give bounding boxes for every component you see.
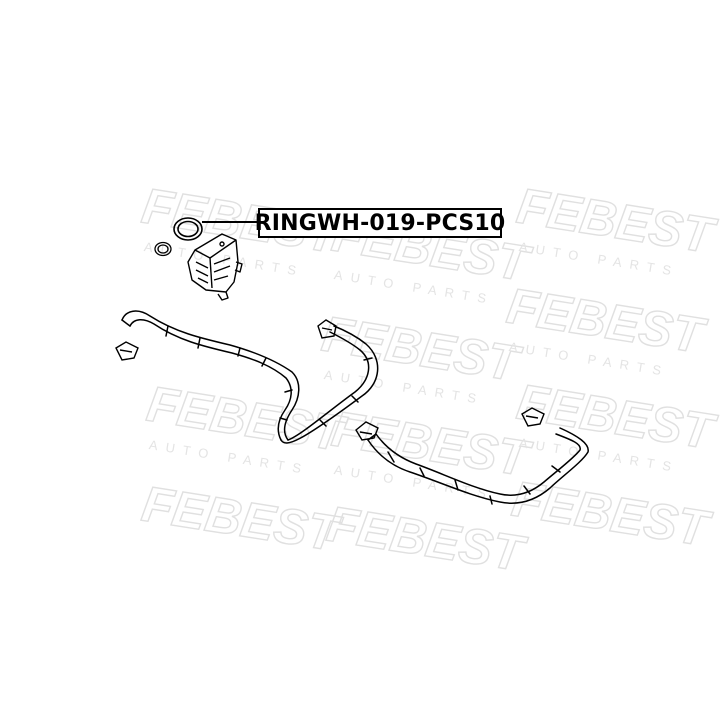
small-seal-part [154,241,172,257]
watermark-brand: FEBEST [323,496,531,583]
watermark-brand: FEBEST [138,476,346,563]
hose-clip-center [355,421,379,441]
watermark-mark: FEBEST AUTO PARTS [513,373,720,475]
hose-connector-right [521,407,545,427]
watermark-layer: FEBEST AUTO PARTS FEBEST AUTO PARTS FEBE… [138,177,720,583]
washer-hose-right [367,427,589,505]
watermark-mark: FEBEST AUTO PARTS [328,400,537,502]
pump-housing-part [187,233,243,301]
watermark-brand: FEBEST [508,471,716,558]
part-number-label: RINGWH-019-PCS10 [254,210,506,236]
watermark-mark: FEBEST AUTO PARTS [143,375,352,477]
hose-connector-center [317,319,337,339]
watermark-mark: FEBEST AUTO PARTS [318,305,527,407]
watermark-mark: FEBEST [323,495,532,583]
hose-clip-left [115,341,139,361]
part-number-callout: RINGWH-019-PCS10 [255,208,505,238]
watermark-mark: FEBEST [138,475,347,563]
washer-hose-main [121,310,379,444]
o-ring-part [173,217,203,241]
watermark-mark: FEBEST AUTO PARTS [513,177,720,279]
watermark-mark: FEBEST AUTO PARTS [503,277,712,379]
watermark-mark: FEBEST [508,470,717,558]
